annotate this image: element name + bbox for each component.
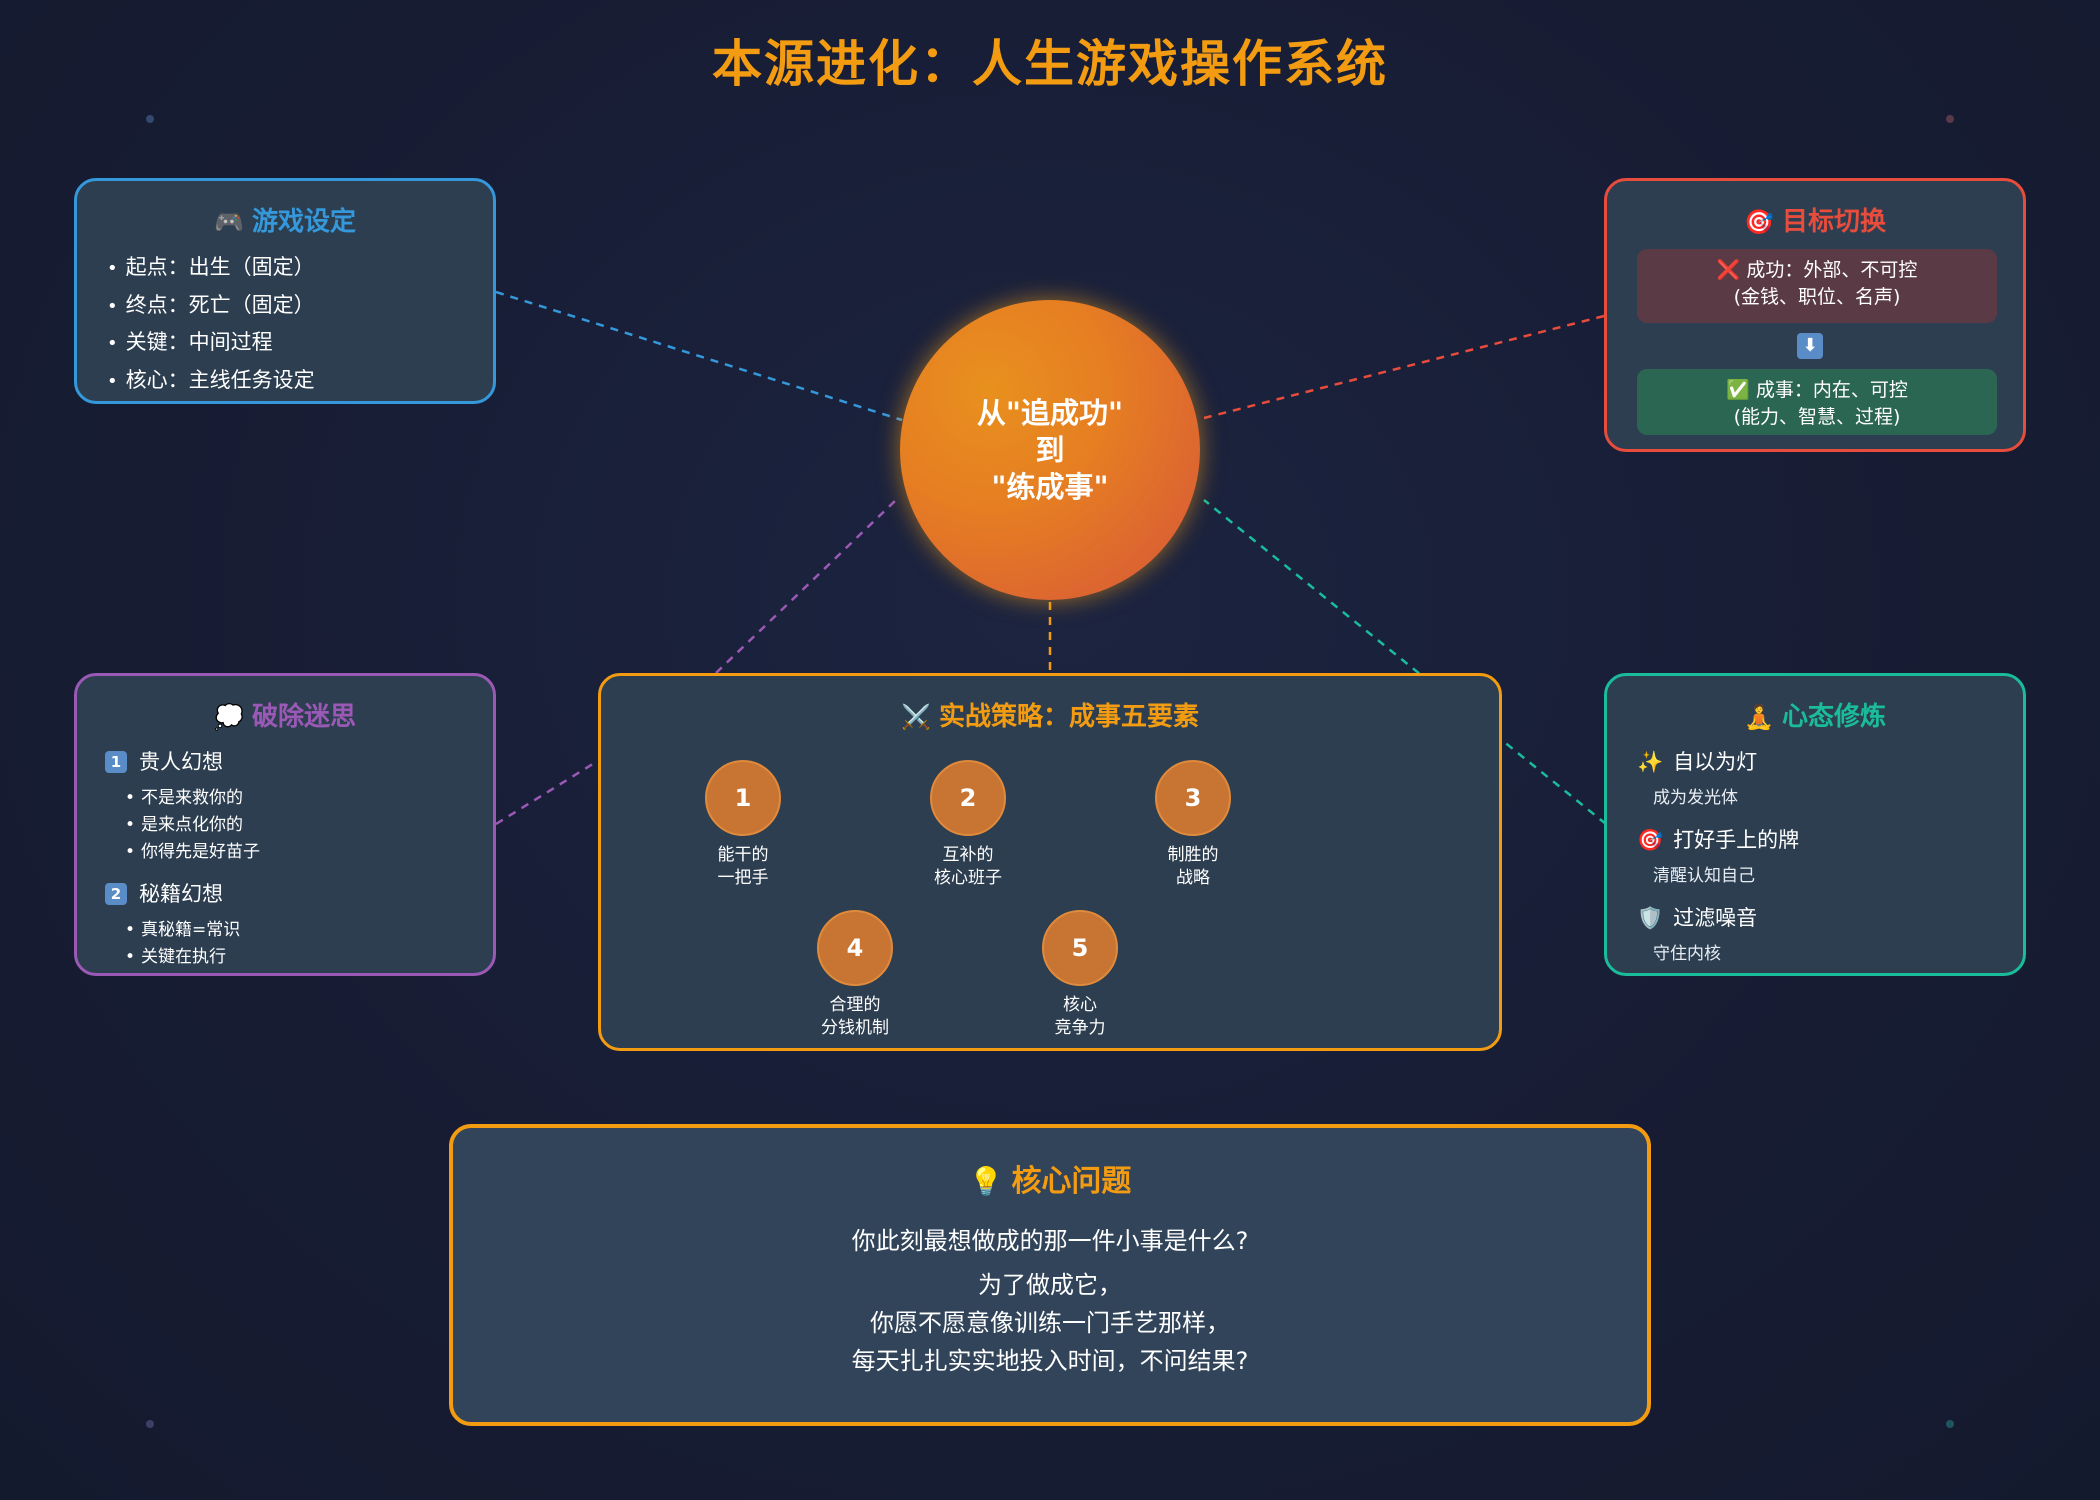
decor-dot-bottom-right (1946, 1420, 1954, 1428)
myth-item: 你得先是好苗子 (125, 837, 260, 862)
step-number: 2 (930, 760, 1006, 836)
center-theme-circle: 从"追成功" 到 "练成事" (900, 300, 1200, 600)
myth-item: 是来点化你的 (125, 810, 243, 835)
meditation-icon: 🧘 (1744, 703, 1774, 731)
cross-icon: ❌ (1716, 259, 1741, 281)
mindset-card: 🧘心态修炼 ✨自以为灯 成为发光体 🎯打好手上的牌 清醒认知自己 🛡️过滤噪音 … (1604, 673, 2026, 976)
achievement-box: ✅成事：内在、可控 (能力、智慧、过程) (1637, 369, 1997, 435)
strategy-title: 实战策略：成事五要素 (938, 702, 1199, 732)
success-box: ❌成功：外部、不可控 (金钱、职位、名声) (1637, 249, 1997, 323)
core-question-card: 💡核心问题 你此刻最想做成的那一件小事是什么? 为了做成它， 你愿不愿意像训练一… (449, 1124, 1651, 1426)
game-settings-card: 🎮游戏设定 起点：出生（固定） 终点：死亡（固定） 关键：中间过程 核心：主线任… (74, 178, 496, 404)
center-line-3: "练成事" (991, 469, 1109, 504)
question-line-1: 你此刻最想做成的那一件小事是什么? (851, 1227, 1249, 1255)
step-number: 1 (705, 760, 781, 836)
goal-switch-card: 🎯目标切换 ❌成功：外部、不可控 (金钱、职位、名声) ⬇ ✅成事：内在、可控 … (1604, 178, 2026, 452)
mindset-title: 心态修炼 (1781, 702, 1886, 732)
shield-icon: 🛡️ (1637, 906, 1664, 930)
thought-bubble-icon: 💭 (214, 703, 244, 731)
achievement-line-1: 成事：内在、可控 (1755, 379, 1908, 401)
keycap-two-icon: 2 (105, 883, 127, 905)
arrow-down-icon: ⬇ (1797, 333, 1823, 359)
strategy-step: 2 互补的核心班子 (888, 760, 1048, 890)
decor-dot-top-right (1946, 115, 1954, 123)
step-number: 5 (1042, 910, 1118, 986)
question-line-4: 每天扎扎实实地投入时间，不问结果? (851, 1347, 1249, 1375)
step-number: 3 (1155, 760, 1231, 836)
target-icon: 🎯 (1637, 828, 1664, 852)
mindset-item-sub: 成为发光体 (1653, 788, 1738, 808)
strategy-step: 4 合理的分钱机制 (775, 910, 935, 1040)
crossed-swords-icon: ⚔️ (901, 703, 931, 731)
myth-item: 关键在执行 (125, 942, 226, 967)
strategy-step: 3 制胜的战略 (1113, 760, 1273, 890)
strategy-step: 1 能干的一把手 (663, 760, 823, 890)
connector-myths (495, 760, 597, 826)
mindset-item-sub: 清醒认知自己 (1653, 866, 1755, 886)
game-settings-item: 终点：死亡（固定） (107, 289, 315, 319)
game-settings-item: 关键：中间过程 (107, 326, 273, 356)
center-line-2: 到 (1035, 432, 1065, 467)
mindset-item-sub: 守住内核 (1653, 944, 1721, 964)
core-question-title: 核心问题 (1011, 1164, 1132, 1199)
mindset-item-heading: ✨自以为灯 (1637, 750, 1758, 774)
success-line-1: 成功：外部、不可控 (1746, 259, 1918, 281)
decor-dot-bottom-left (146, 1420, 154, 1428)
game-settings-item: 核心：主线任务设定 (107, 364, 315, 394)
page-title: 本源进化：人生游戏操作系统 (712, 35, 1388, 93)
question-line-3: 你愿不愿意像训练一门手艺那样， (870, 1309, 1230, 1337)
strategy-step: 5 核心竞争力 (1000, 910, 1160, 1040)
achievement-line-2: (能力、智慧、过程) (1733, 406, 1901, 428)
success-line-2: (金钱、职位、名声) (1733, 286, 1901, 308)
check-icon: ✅ (1726, 379, 1750, 401)
mindset-item-heading: 🎯打好手上的牌 (1637, 828, 1800, 852)
game-settings-title: 游戏设定 (251, 207, 356, 237)
connector-mindset (1203, 499, 1607, 825)
game-settings-item: 起点：出生（固定） (107, 251, 315, 281)
myth-item: 不是来救你的 (125, 783, 243, 808)
connector-myths-center (715, 499, 897, 674)
mindset-item-heading: 🛡️过滤噪音 (1637, 906, 1758, 930)
center-line-1: 从"追成功" (976, 395, 1124, 430)
myth-item: 真秘籍=常识 (125, 915, 240, 940)
sparkles-icon: ✨ (1637, 750, 1664, 774)
gamepad-icon: 🎮 (214, 208, 244, 236)
light-bulb-icon: 💡 (968, 1165, 1004, 1198)
keycap-one-icon: 1 (105, 751, 127, 773)
myths-title: 破除迷思 (251, 702, 356, 732)
strategy-card: ⚔️实战策略：成事五要素 1 能干的一把手 2 互补的核心班子 3 制胜的战略 … (598, 673, 1502, 1051)
decor-dot-top-left (146, 115, 154, 123)
target-icon: 🎯 (1744, 208, 1774, 236)
connector-goal-switch (1203, 314, 1605, 420)
goal-switch-title: 目标切换 (1781, 207, 1886, 237)
connector-game-settings (495, 290, 903, 422)
question-line-2: 为了做成它， (978, 1271, 1122, 1299)
step-number: 4 (817, 910, 893, 986)
